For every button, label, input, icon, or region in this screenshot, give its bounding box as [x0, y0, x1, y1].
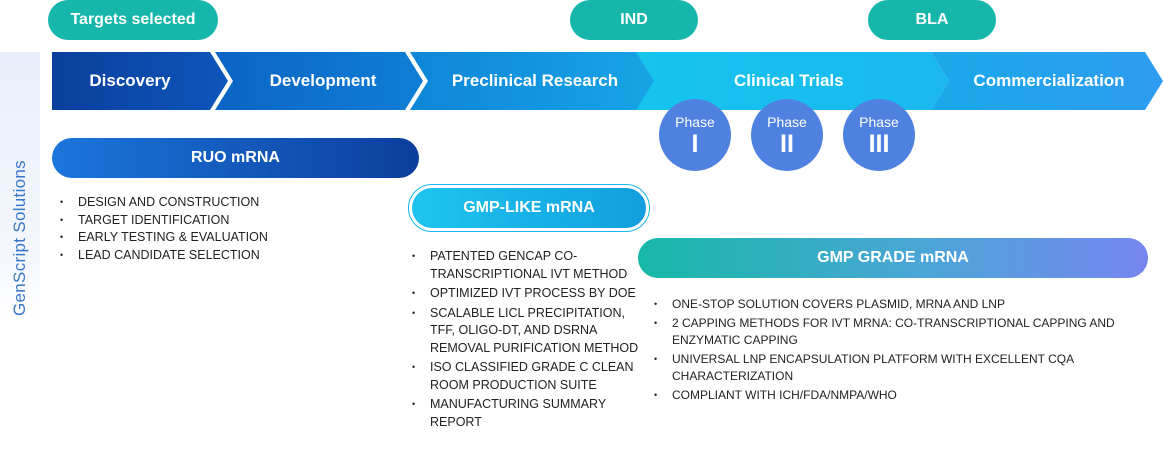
list-item: Scalable LiCl precipitation, TFF, Oligo-…: [412, 305, 648, 358]
gmp-grade-mrna-title: GMP GRADE mRNA: [817, 249, 969, 266]
list-item: One-stop solution covers plasmid, mRNA a…: [654, 296, 1124, 313]
phase-2-numeral: II: [780, 130, 794, 158]
stage-development: Development: [215, 52, 423, 110]
stage-clinical-label: Clinical Trials: [734, 71, 844, 90]
phase-3-label: Phase: [859, 114, 899, 130]
gmp-like-outline: [408, 184, 650, 232]
milestone-targets-selected: Targets selected: [48, 0, 218, 40]
list-item: Optimized IVT process by DoE: [412, 285, 648, 303]
ruo-mrna-title: RUO mRNA: [191, 149, 280, 166]
list-item: Universal LNP encapsulation platform wit…: [654, 351, 1124, 385]
ruo-mrna-list: Design and construction Target identific…: [60, 194, 400, 264]
stage-commercialization: Commercialization: [931, 52, 1163, 110]
list-item: Design and construction: [60, 194, 400, 212]
phase-2-label: Phase: [767, 114, 807, 130]
list-item: Compliant with ICH/FDA/NMPA/WHO: [654, 387, 1124, 404]
stage-discovery-label: Discovery: [89, 71, 171, 90]
stage-preclinical-label: Preclinical Research: [451, 71, 619, 90]
sidebar-title: GenScript Solutions: [10, 160, 29, 316]
list-item: Manufacturing summary report: [412, 396, 648, 431]
gmp-like-mrna-list: Patented GenCap co-transcriptional IVT m…: [412, 248, 648, 431]
phase-1-label: Phase: [675, 114, 715, 130]
list-item: ISO Classified Grade C clean room produc…: [412, 359, 648, 394]
list-item: 2 capping methods for IVT mRNA: co-trans…: [654, 315, 1124, 349]
stage-development-label: Development: [269, 71, 377, 90]
list-item: Target identification: [60, 212, 400, 230]
stage-discovery: Discovery: [52, 52, 228, 110]
gmp-grade-mrna-list: One-stop solution covers plasmid, mRNA a…: [654, 296, 1124, 404]
milestone-ind: IND: [570, 0, 698, 40]
phase-1-badge: Phase I: [659, 99, 731, 171]
list-item: Patented GenCap co-transcriptional IVT m…: [412, 248, 648, 283]
gmp-like-mrna-title: GMP-LIKE mRNA: [463, 199, 595, 216]
phase-1-numeral: I: [691, 130, 699, 158]
stage-preclinical-research: Preclinical Research: [410, 52, 656, 110]
sidebar: GenScript Solutions: [0, 52, 40, 320]
phase-2-badge: Phase II: [751, 99, 823, 171]
gmp-grade-mrna-pill: GMP GRADE mRNA: [638, 238, 1148, 278]
phase-3-badge: Phase III: [843, 99, 915, 171]
stage-commercialization-label: Commercialization: [973, 71, 1125, 90]
gmp-like-mrna-pill: GMP-LIKE mRNA: [412, 188, 646, 228]
list-item: Early testing & evaluation: [60, 229, 400, 247]
milestone-bla: BLA: [868, 0, 996, 40]
ruo-mrna-pill: RUO mRNA: [52, 138, 419, 178]
phase-3-numeral: III: [868, 130, 890, 158]
list-item: Lead candidate selection: [60, 247, 400, 265]
